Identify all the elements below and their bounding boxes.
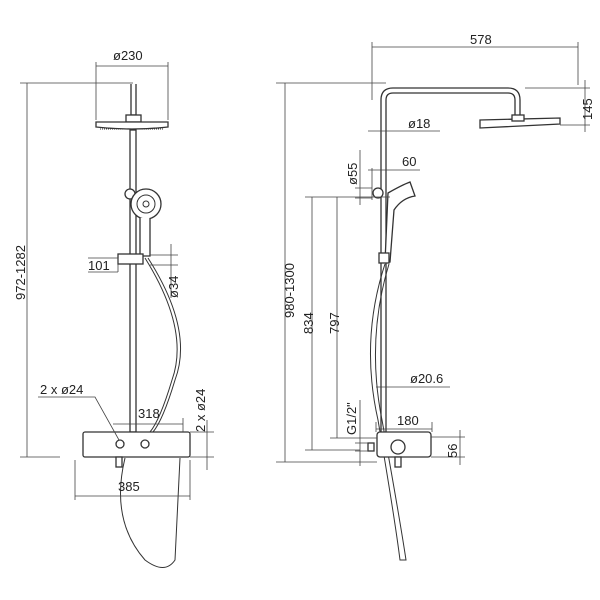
slide-bar xyxy=(117,253,144,265)
overhead-shower-head xyxy=(95,121,169,130)
thermostat-body xyxy=(82,431,191,458)
dim-slider-offset: 101 xyxy=(88,258,110,273)
dim-outlets-left: 2 x ø24 xyxy=(40,382,83,397)
dim-arm-reach: 578 xyxy=(470,32,492,47)
outlet-left xyxy=(115,439,125,449)
dim-rail-diameter: ø20.6 xyxy=(410,371,443,386)
head-joint xyxy=(125,114,142,123)
dim-total-height: 972-1282 xyxy=(13,245,28,300)
dim-head-height: 145 xyxy=(580,98,595,120)
dim-rail-diameter: ø34 xyxy=(166,276,181,298)
hose xyxy=(370,263,407,561)
hand-shower-holder xyxy=(372,187,384,199)
front-view: ø230 972-1282 101 ø34 2 x ø24 318 2 x ø2… xyxy=(13,48,214,568)
dim-total-height: 980-1300 xyxy=(282,263,297,318)
hand-shower-head xyxy=(130,188,162,220)
hose xyxy=(144,257,178,433)
outlet-right xyxy=(140,439,150,449)
dim-head-diameter: ø230 xyxy=(113,48,143,63)
dim-connection-width: 318 xyxy=(138,406,160,421)
dim-height-797: 797 xyxy=(327,312,342,334)
dim-shelf-width: 385 xyxy=(118,479,140,494)
dim-depth: 180 xyxy=(397,413,419,428)
dim-outlets-right: 2 x ø24 xyxy=(193,389,208,432)
hand-shower xyxy=(384,181,416,263)
dim-holder-offset: 60 xyxy=(402,154,416,169)
dim-body-height: 56 xyxy=(445,444,460,458)
dim-holder-diameter: ø55 xyxy=(345,163,360,185)
dim-height-834: 834 xyxy=(301,312,316,334)
riser-rail xyxy=(129,129,137,433)
dim-arm-diameter: ø18 xyxy=(408,116,430,131)
overhead-shower-head xyxy=(479,117,561,129)
dim-thread: G1/2" xyxy=(344,402,359,435)
thermostat-knob xyxy=(390,439,406,455)
ceiling-arm xyxy=(130,84,137,116)
side-view: 578 145 ø18 ø55 60 980-1300 834 797 ø20.… xyxy=(276,32,595,561)
hand-shower-handle xyxy=(139,218,151,257)
